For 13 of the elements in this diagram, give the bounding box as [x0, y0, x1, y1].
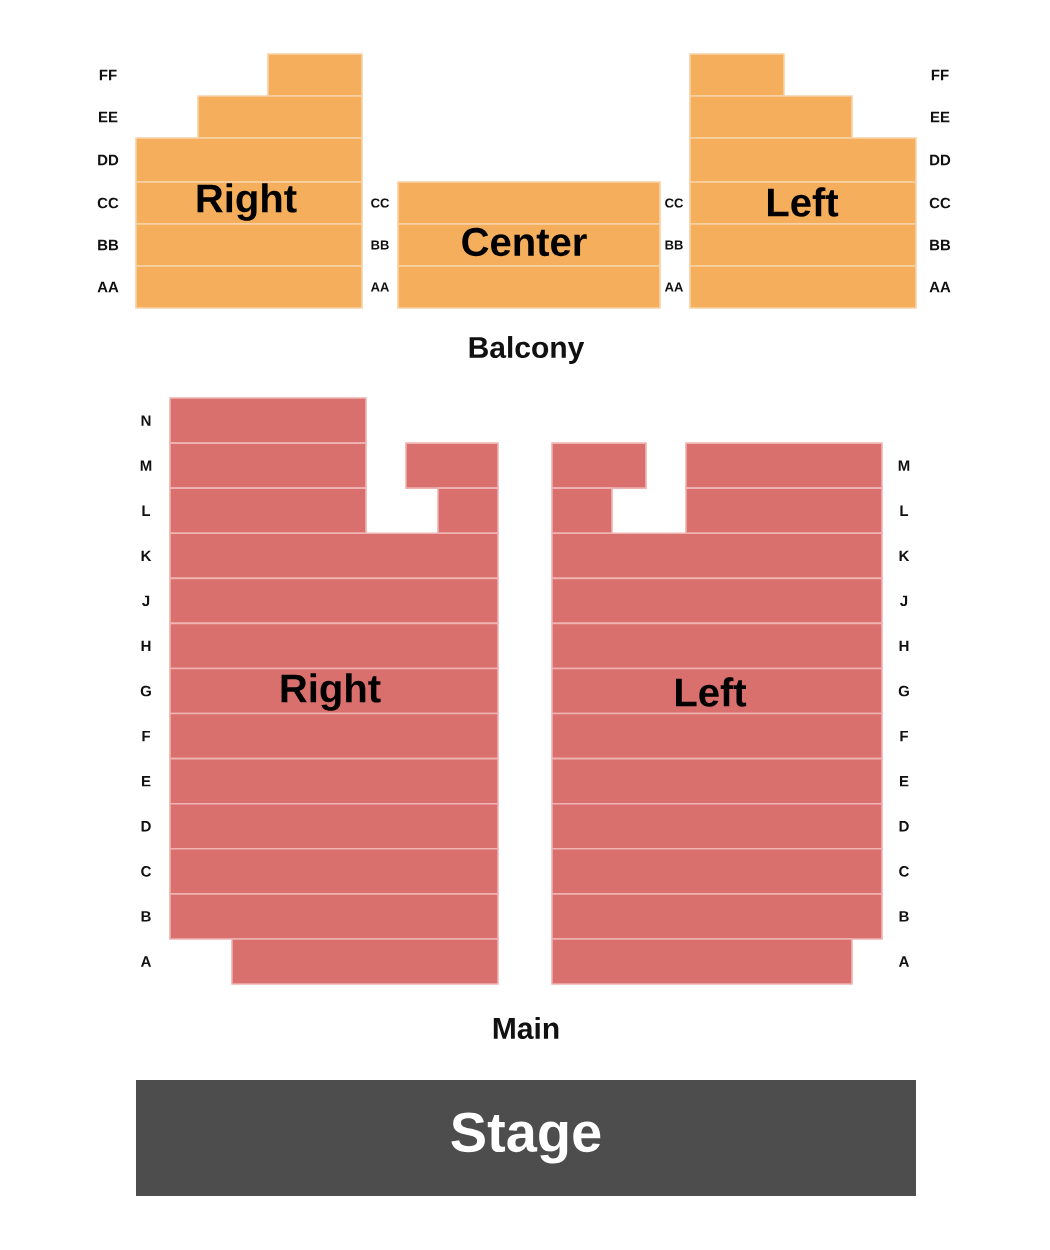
seating-section: Right: [135, 53, 363, 309]
node-label: Left: [767, 187, 839, 217]
node-label: Right: [281, 673, 381, 711]
seating-section: Center: [397, 181, 661, 309]
seating-section: Left: [551, 442, 883, 985]
node-label: Right: [197, 183, 297, 221]
seating-section: Left: [689, 53, 917, 309]
node-label: Left: [675, 677, 747, 707]
section-label: Balcony: [469, 336, 585, 364]
node-label: Center: [462, 227, 587, 257]
section-label: Main: [493, 1017, 559, 1039]
stage: Stage: [136, 1080, 916, 1196]
seating-section: Right: [169, 397, 499, 985]
